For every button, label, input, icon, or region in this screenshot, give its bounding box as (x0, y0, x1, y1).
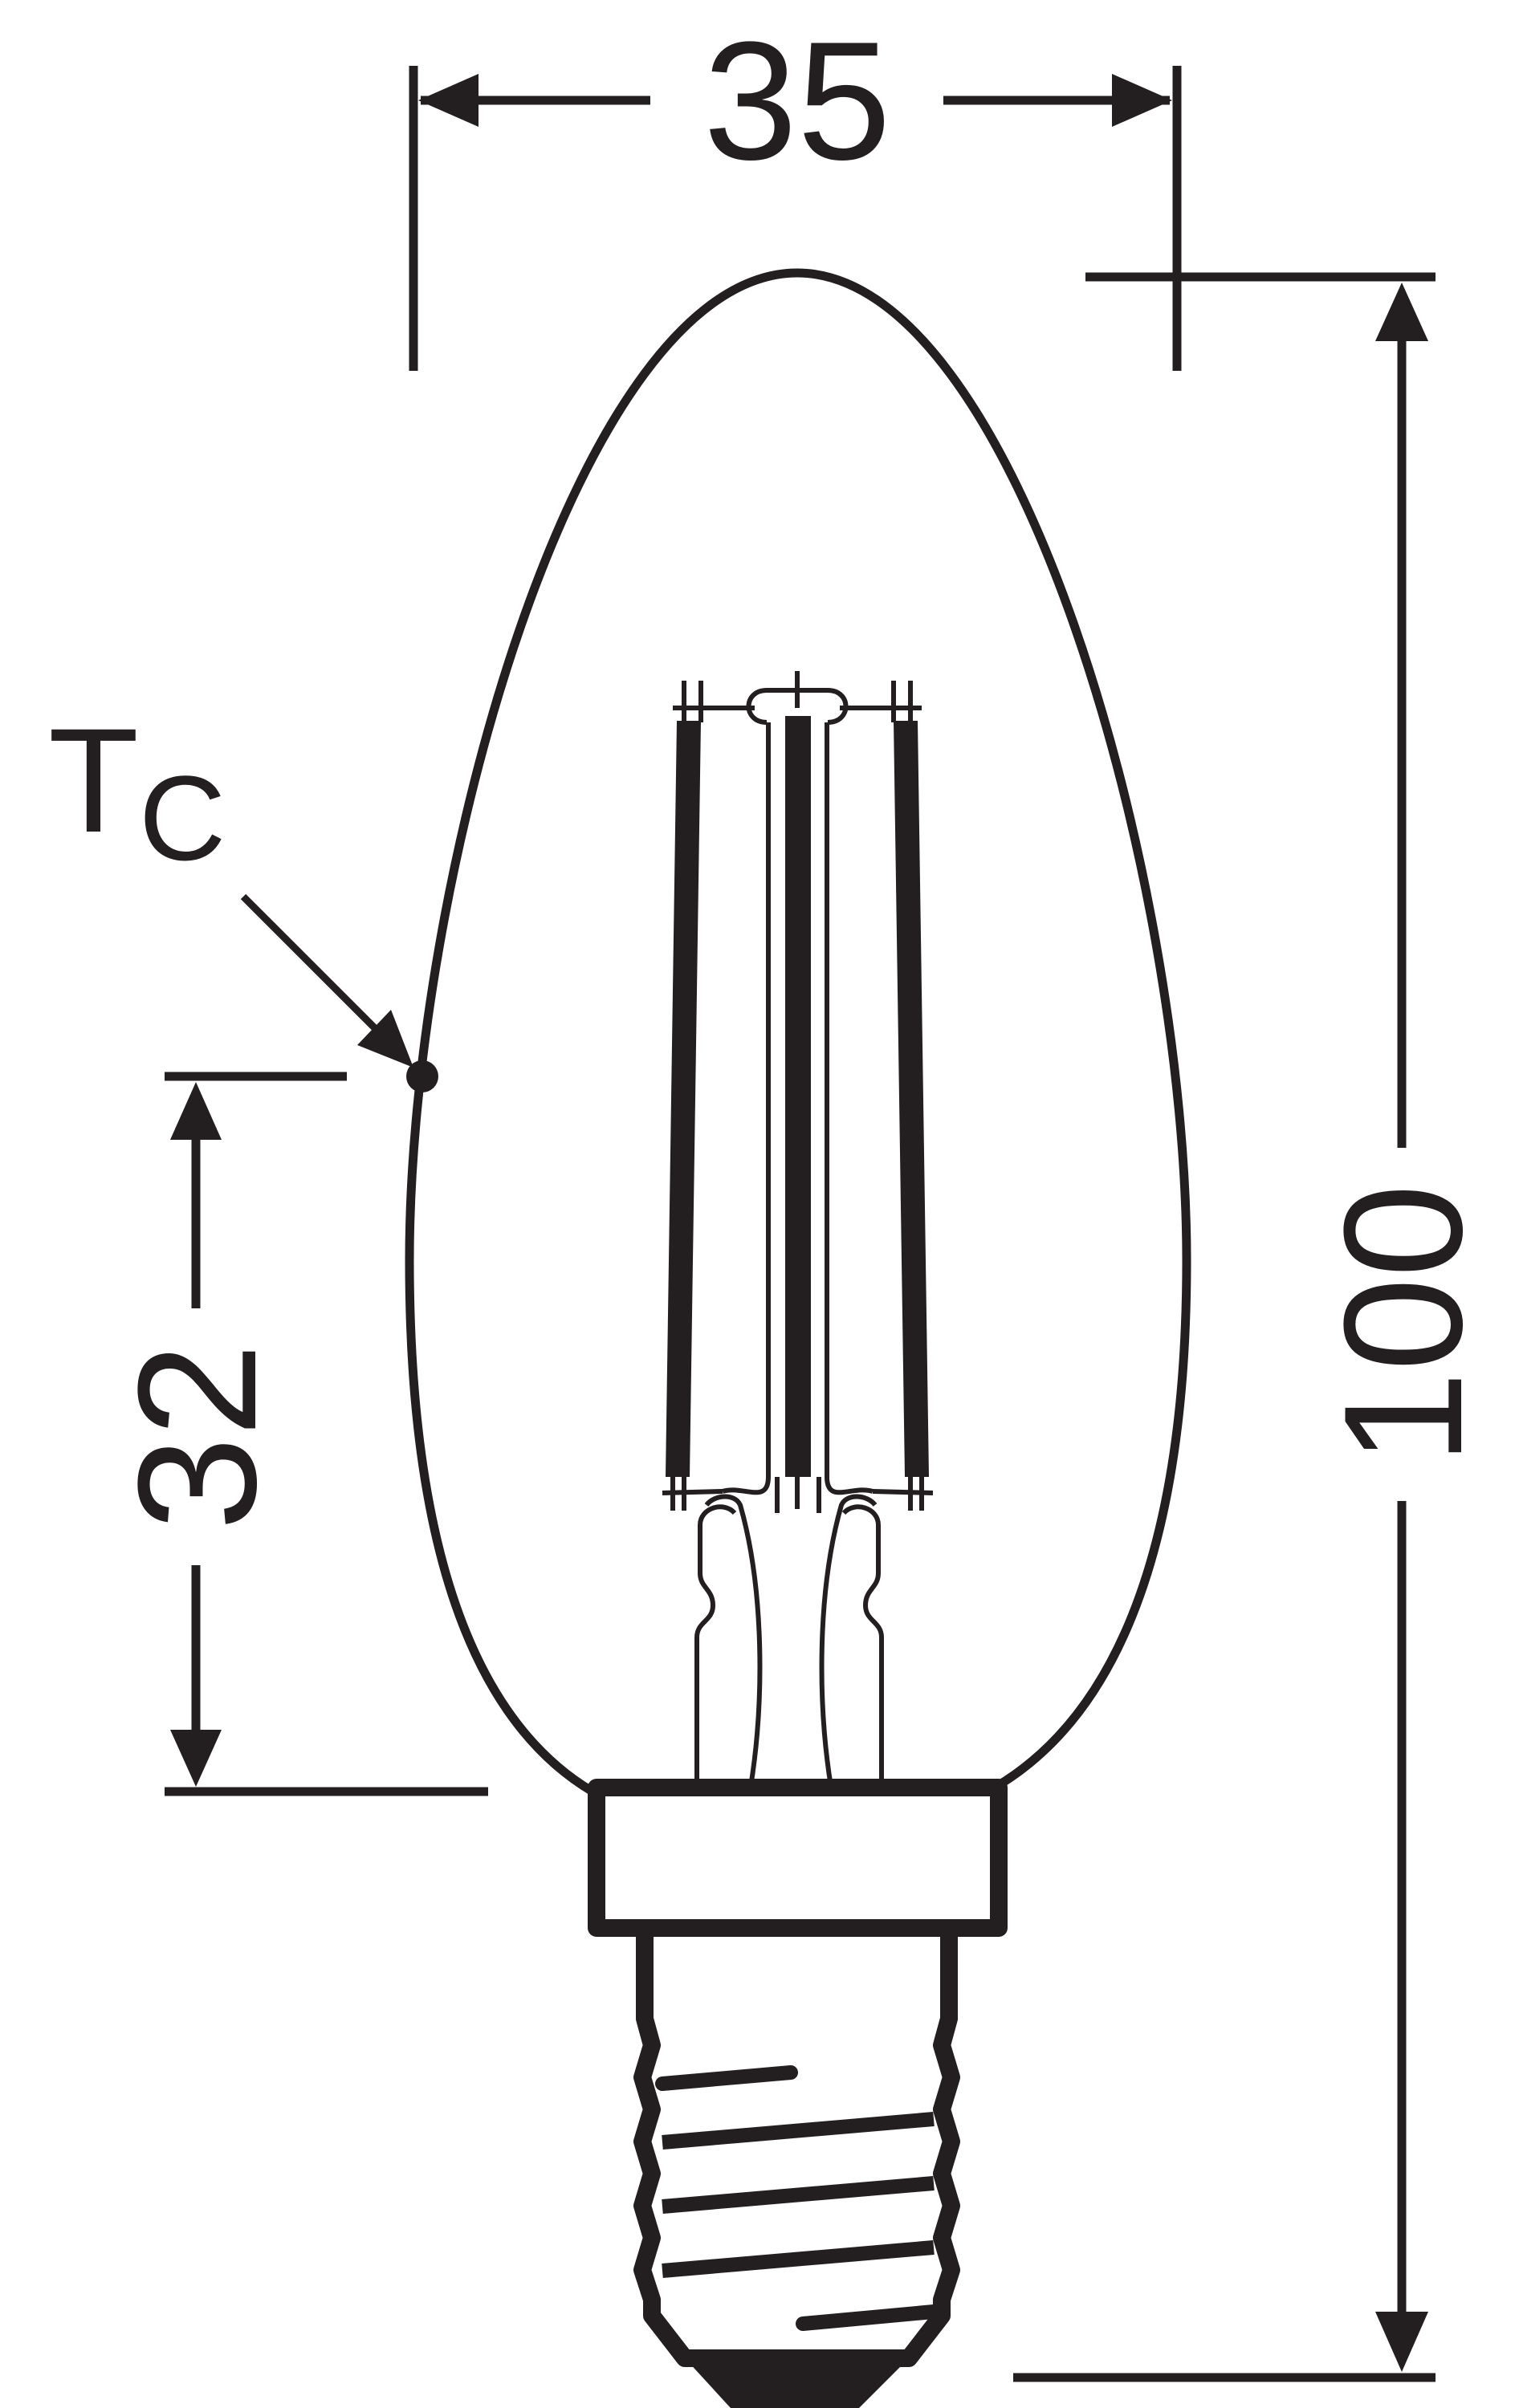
thread-line-5 (796, 2304, 941, 2331)
tc-leader (240, 893, 438, 1092)
tc-label: TC (48, 698, 226, 885)
height-dimension-label: 100 (1309, 1184, 1497, 1465)
thread-line-1 (655, 2065, 798, 2091)
lead-wire-right-outer (841, 1504, 884, 1787)
height-arrow-top (1375, 283, 1428, 341)
thread-line-3 (662, 2176, 935, 2214)
width-arrow-right (1112, 74, 1172, 127)
tc-height-dimension-label: 32 (103, 1343, 291, 1531)
lead-wire-left-outer (694, 1504, 737, 1787)
filament-right (894, 721, 929, 1477)
width-dimension (409, 66, 1182, 371)
filament-left (666, 721, 701, 1477)
tc-arrow-top (170, 1082, 222, 1140)
base-contact (686, 2360, 907, 2408)
height-dimension (1013, 272, 1436, 2382)
width-arrow-left (418, 74, 479, 127)
width-dimension-label: 35 (703, 6, 891, 195)
filament-center (785, 716, 811, 1477)
filament-assembly (662, 671, 934, 1788)
lead-wire-left-inner (704, 1494, 763, 1788)
tc-leader-line (240, 893, 381, 1034)
tc-label-sub: C (139, 750, 226, 885)
screw-base (633, 1936, 960, 2408)
lead-wire-right-inner (819, 1494, 878, 1788)
tc-leader-arrow (357, 1010, 413, 1068)
thread-line-2 (662, 2112, 935, 2150)
tc-label-main: T (48, 698, 139, 864)
tc-arrow-bottom (170, 1730, 222, 1787)
screw-thread-outline (633, 1936, 960, 2367)
thread-line-4 (662, 2240, 935, 2278)
height-arrow-bottom (1375, 2312, 1428, 2372)
tc-height-dimension (165, 1072, 488, 1796)
bulb-glass-outline (405, 268, 1191, 1796)
base-collar (588, 1779, 1008, 1937)
